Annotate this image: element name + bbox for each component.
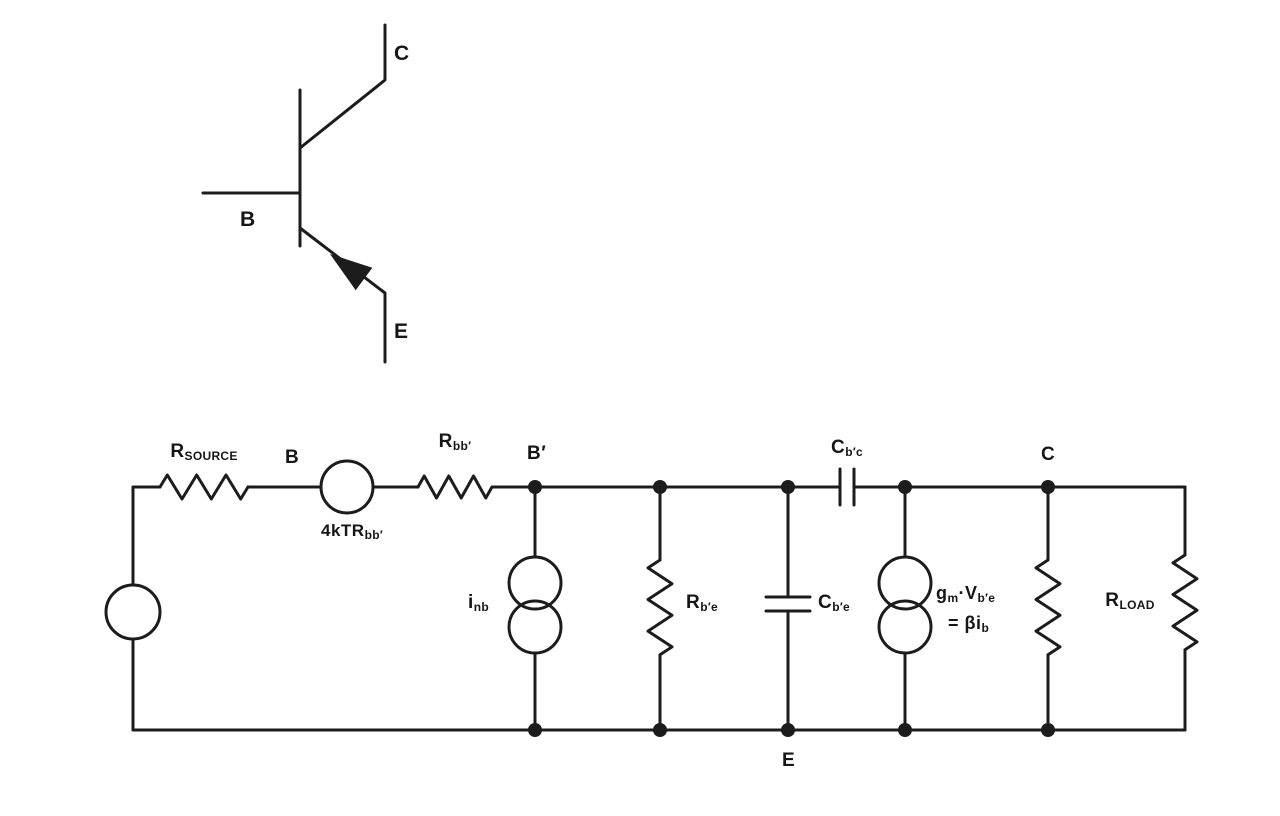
transistor-symbol [201, 23, 387, 364]
top-rail [158, 459, 1187, 515]
label-i-nb: inb [468, 592, 489, 614]
label-node-c: C [1041, 444, 1055, 466]
label-c-be-sub: b′e [832, 600, 851, 614]
label-r-bb-base: R [438, 431, 453, 452]
node-dot [653, 723, 667, 737]
label-i-nb-base: i [468, 592, 474, 613]
label-r-source-base: R [170, 441, 185, 462]
label-gm-base2: ·V [958, 583, 978, 603]
label-i-nb-sub: nb [473, 600, 490, 614]
label-node-b: B [285, 447, 299, 469]
label-transistor-emitter-text: E [394, 320, 409, 343]
transistor-emitter-arrow-icon [330, 254, 373, 291]
resistor-r-bb [416, 474, 494, 500]
label-node-e: E [782, 750, 795, 772]
label-transistor-collector-text: C [394, 42, 410, 65]
label-c-be-base: C [818, 592, 833, 613]
label-transistor-collector: C [394, 42, 410, 66]
label-transistor-emitter: E [394, 320, 409, 344]
node-dot [528, 480, 542, 494]
label-noise-source-sub: bb′ [364, 528, 384, 542]
label-r-be-sub: b′e [700, 600, 719, 614]
label-c-bc-base: C [830, 437, 846, 458]
label-noise-source-base: 4kTR [320, 521, 365, 540]
label-beta-ib-base: = βi [948, 613, 982, 633]
branch-gm-source [877, 485, 933, 732]
label-transistor-base: B [240, 208, 256, 232]
wire-left-top [131, 485, 162, 587]
resistor-r-source [158, 473, 250, 501]
current-source-gm [877, 555, 933, 655]
label-transistor-base-text: B [240, 208, 256, 231]
label-node-c-text: C [1041, 444, 1056, 465]
branch-r-be [646, 485, 674, 732]
current-source-inb [507, 555, 563, 655]
node-dot [898, 723, 912, 737]
label-r-source-sub: SOURCE [184, 449, 238, 463]
label-r-load-sub: LOAD [1119, 598, 1155, 612]
transistor-emitter-lead [298, 226, 387, 364]
resistor-r-load [1171, 553, 1199, 652]
node-dot [781, 480, 795, 494]
label-node-b-text: B [285, 447, 300, 468]
label-gm-vbe: gm·Vb′e [936, 583, 995, 605]
label-c-bc-sub: b′c [845, 445, 864, 459]
label-beta-ib: = βib [948, 613, 989, 635]
junction-dots [528, 480, 1055, 737]
label-gm-sub: m [947, 591, 959, 605]
branch-inb [507, 485, 563, 732]
node-dot [528, 723, 542, 737]
node-dot [898, 480, 912, 494]
label-noise-source: 4kTRbb′ [321, 521, 383, 542]
label-r-bb-sub: bb′ [452, 439, 472, 453]
node-dot [1041, 723, 1055, 737]
label-beta-ib-sub: b [981, 621, 990, 635]
label-node-b-prime: B′ [527, 443, 546, 465]
label-r-source: RSOURCE [170, 441, 237, 463]
label-c-be: Cb′e [818, 592, 850, 614]
label-gm-base: g [936, 583, 948, 603]
node-dot [781, 723, 795, 737]
label-r-be: Rb′e [686, 592, 718, 614]
resistor-r-be [646, 558, 674, 657]
signal-source [104, 583, 162, 641]
node-dot [653, 480, 667, 494]
branch-c-be [764, 485, 812, 732]
branch-r-load [1171, 485, 1199, 732]
label-r-be-base: R [686, 592, 701, 613]
label-r-bb: Rbb′ [439, 431, 472, 453]
label-node-e-text: E [782, 750, 796, 771]
node-dot [1041, 480, 1055, 494]
label-r-load-base: R [1105, 590, 1120, 611]
noise-voltage-source [319, 459, 375, 515]
label-node-b-prime-text: B′ [527, 443, 547, 464]
resistor-output [1034, 558, 1062, 657]
branch-output-resistor [1034, 485, 1062, 732]
circuit-outer-loop [104, 485, 1187, 732]
transistor-collector-lead [298, 23, 387, 150]
label-c-bc: Cb′c [831, 437, 863, 459]
label-r-load: RLOAD [1105, 590, 1154, 612]
label-gm-sub2: b′e [977, 591, 996, 605]
